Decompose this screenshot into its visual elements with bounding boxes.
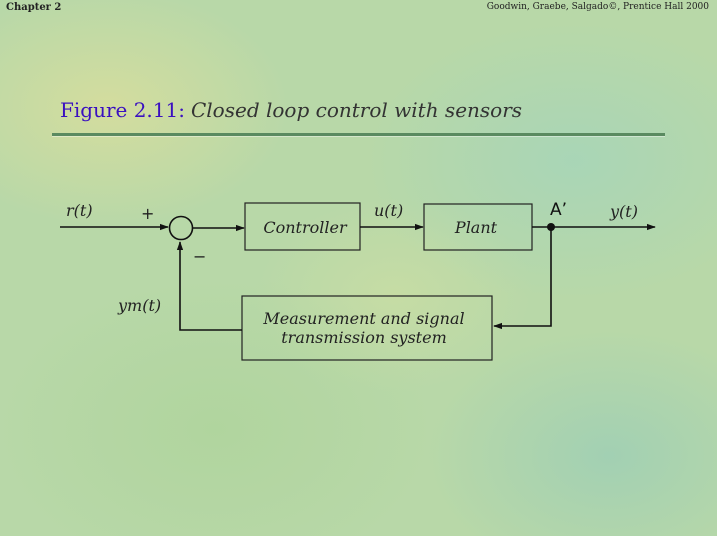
measurement-label-line2: transmission system: [281, 328, 447, 347]
control-label: u(t): [374, 201, 403, 220]
measured-label: ym(t): [117, 296, 161, 315]
plus-sign: +: [141, 204, 154, 223]
summing-junction: [168, 215, 194, 241]
credit-line: Goodwin, Graebe, Salgado©, Prentice Hall…: [486, 2, 709, 12]
measurement-block: [241, 295, 493, 361]
branch-point-label: A’: [550, 200, 567, 220]
measured-arrow: [176, 241, 242, 331]
minus-sign: −: [193, 247, 206, 266]
measurement-label-line1: Measurement and signal: [262, 309, 464, 328]
controller-label: Controller: [263, 218, 348, 237]
output-label: y(t): [609, 202, 638, 221]
figure-label: Figure 2.11:: [60, 98, 185, 122]
figure-caption: Closed loop control with sensors: [190, 98, 523, 122]
page-title: Figure 2.11:Closed loop control with sen…: [60, 98, 522, 122]
chapter-label: Chapter 2: [6, 2, 62, 13]
title-divider: [52, 133, 665, 136]
feedback-arrow: [493, 227, 552, 330]
reference-label: r(t): [66, 201, 93, 220]
plant-label: Plant: [454, 218, 498, 237]
